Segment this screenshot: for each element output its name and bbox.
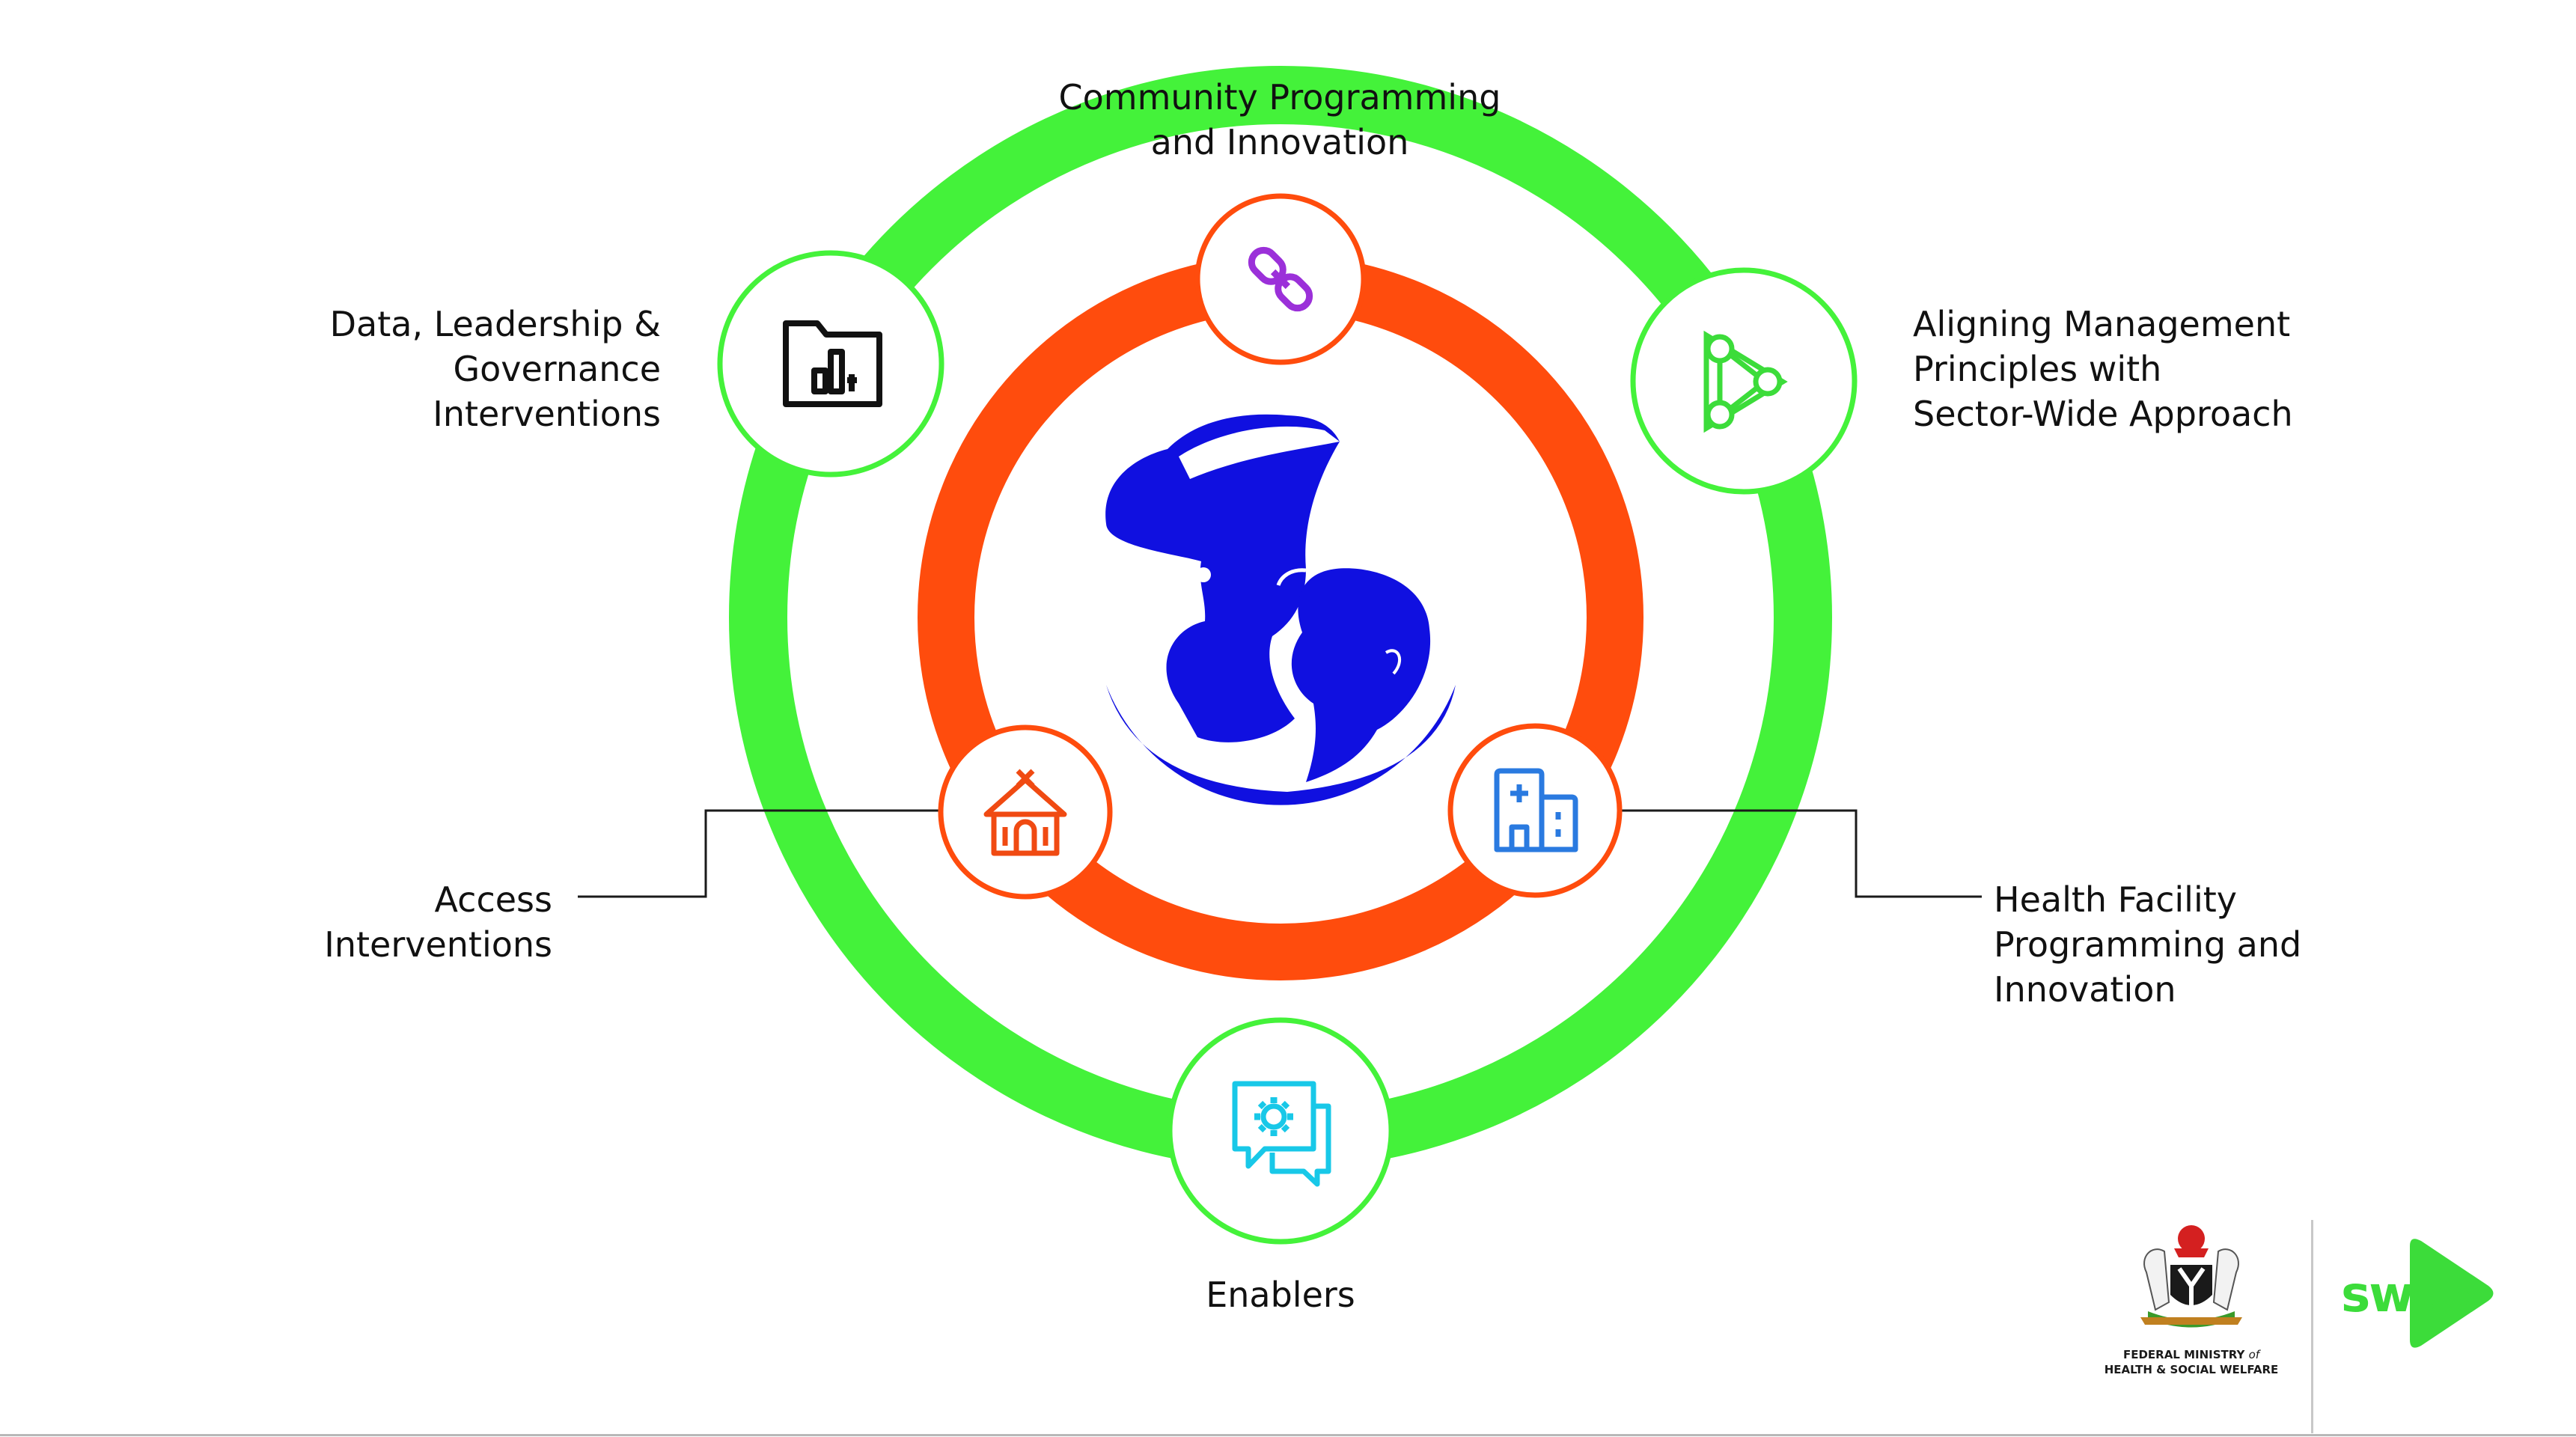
coat-of-arms-logo [2140, 1225, 2242, 1328]
label-data-line-1: Data, Leadership & [329, 304, 661, 344]
label-aligning-line-3: Sector-Wide Approach [1913, 394, 2293, 434]
label-access-line-2: Interventions [324, 924, 552, 965]
label-access: Access Interventions [254, 877, 552, 967]
label-data-leadership: Data, Leadership & Governance Interventi… [299, 302, 661, 436]
hut-icon [983, 769, 1067, 856]
label-enablers-line-1: Enablers [1206, 1275, 1355, 1315]
node-community-programming[interactable] [1194, 193, 1367, 365]
label-health-facility: Health Facility Programming and Innovati… [1994, 877, 2368, 1012]
ministry-line-2: HEALTH & SOCIAL WELFARE [2104, 1363, 2279, 1376]
folder-chart-icon [783, 320, 882, 407]
label-community-programming: Community Programming and Innovation [1018, 75, 1542, 165]
label-enablers: Enablers [1131, 1272, 1430, 1317]
node-access[interactable] [938, 724, 1113, 900]
node-health-facility[interactable] [1447, 723, 1623, 898]
swap-logo [2410, 1239, 2494, 1348]
hospital-icon [1494, 768, 1578, 852]
connector-health-facility [1618, 809, 1982, 898]
label-community-line-1: Community Programming [1058, 77, 1501, 118]
bottom-rule [0, 1434, 2576, 1436]
label-data-line-2: Governance [453, 349, 661, 389]
ministry-line-1: FEDERAL MINISTRY of [2122, 1348, 2260, 1361]
connector-access [578, 809, 940, 898]
label-aligning-line-1: Aligning Management [1913, 304, 2291, 344]
label-health-line-3: Innovation [1994, 969, 2176, 1010]
gear-chat-icon [1232, 1081, 1331, 1187]
ministry-logo-text: FEDERAL MINISTRY of HEALTH & SOCIAL WELF… [2079, 1347, 2304, 1377]
mother-child-icon [1105, 414, 1456, 805]
link-icon [1248, 246, 1313, 312]
node-data-leadership[interactable] [717, 250, 944, 478]
swap-logo-text: swap [2341, 1266, 2480, 1323]
label-access-line-1: Access [434, 879, 552, 920]
node-enablers[interactable] [1167, 1017, 1394, 1245]
label-aligning-line-2: Principles with [1913, 349, 2162, 389]
logo-divider [2311, 1220, 2313, 1433]
node-aligning-management[interactable] [1630, 267, 1858, 495]
label-data-line-3: Interventions [433, 394, 661, 434]
label-health-line-1: Health Facility [1994, 879, 2237, 920]
label-community-line-2: and Innovation [1150, 122, 1409, 162]
label-health-line-2: Programming and [1994, 924, 2302, 965]
label-aligning-management: Aligning Management Principles with Sect… [1913, 302, 2332, 436]
network-play-icon [1703, 330, 1788, 433]
